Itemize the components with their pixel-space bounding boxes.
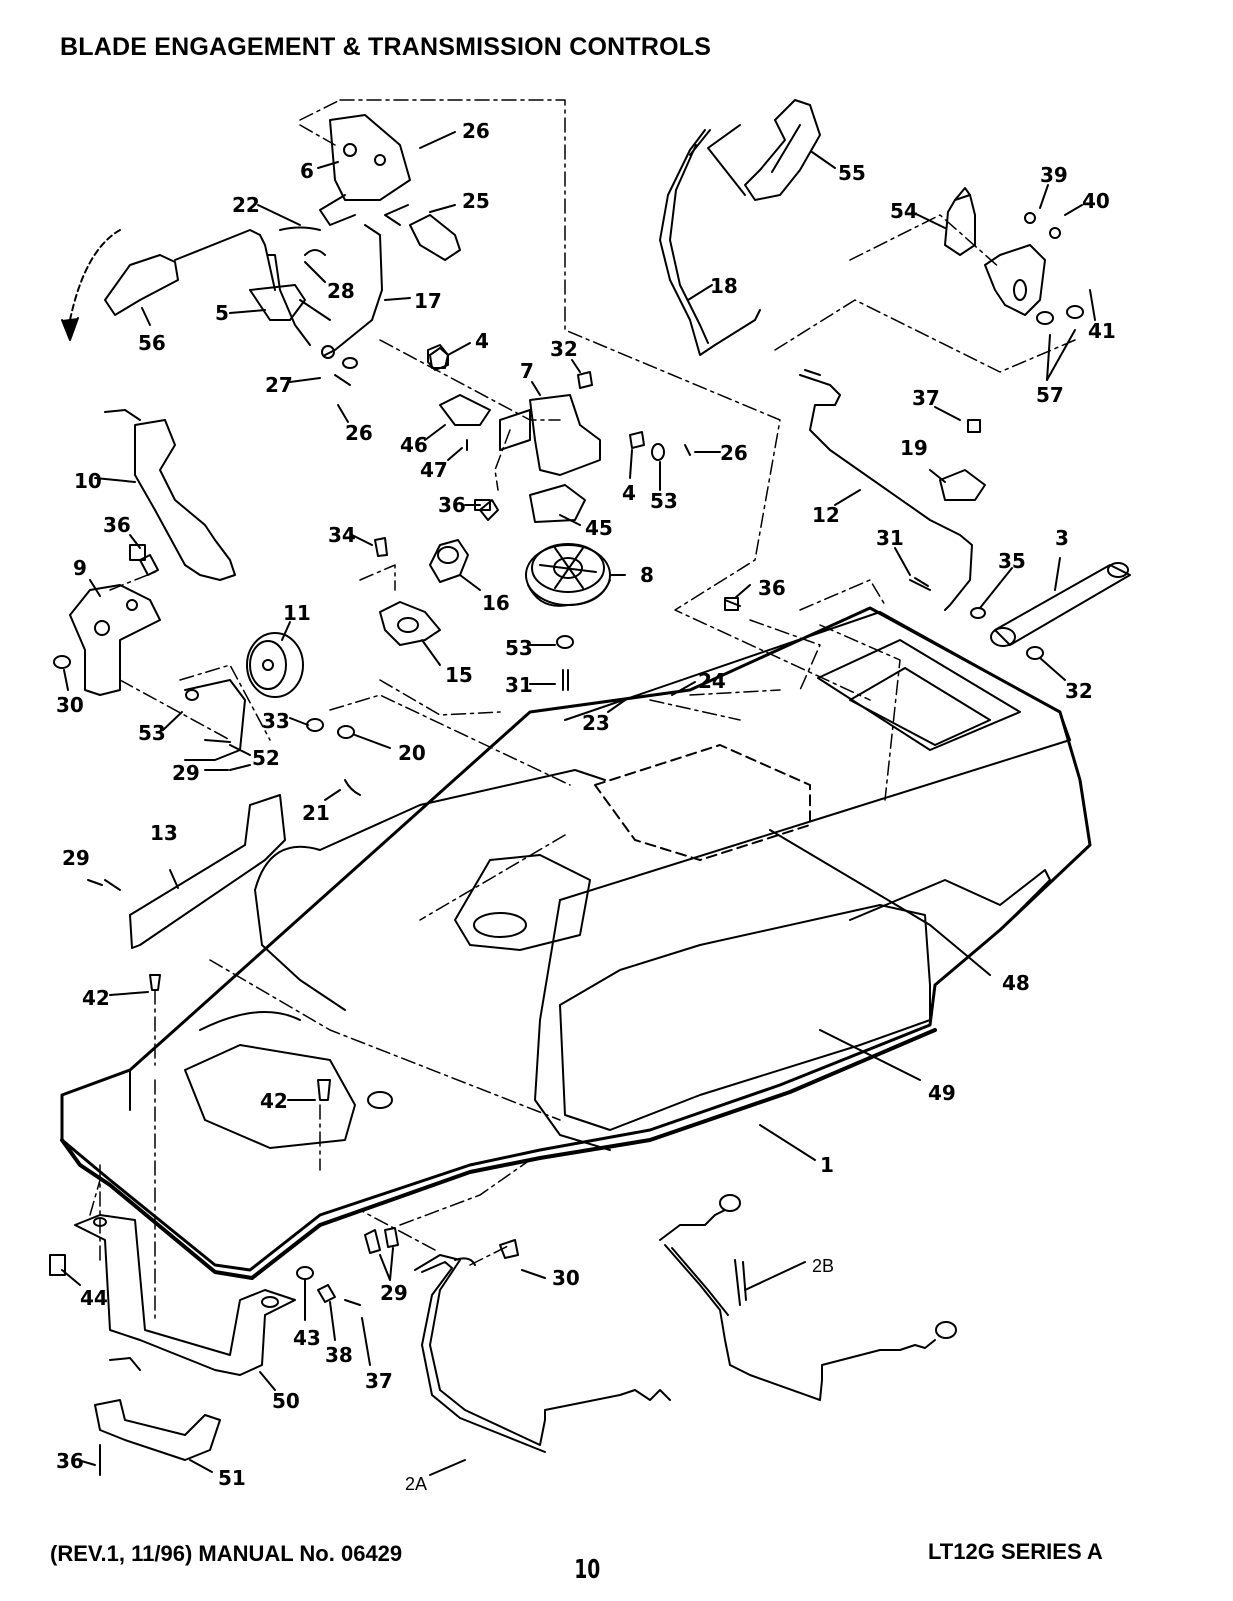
callout-label: 36 bbox=[758, 576, 786, 600]
cam-assembly bbox=[184, 537, 469, 796]
callout-label: 11 bbox=[283, 601, 311, 625]
callout-label: 30 bbox=[56, 693, 84, 717]
callout-label: 5 bbox=[215, 301, 229, 325]
callout-label: 37 bbox=[365, 1369, 393, 1393]
callout-label: 10 bbox=[74, 469, 102, 493]
transmission-handle bbox=[659, 99, 821, 356]
left-brackets bbox=[53, 409, 236, 696]
rod-2A bbox=[414, 1254, 671, 1453]
callout-label: 55 bbox=[838, 161, 866, 185]
callout-label: 7 bbox=[520, 359, 534, 383]
callout-label: 31 bbox=[876, 526, 904, 550]
callout-label: 29 bbox=[380, 1281, 408, 1305]
callout-label: 49 bbox=[928, 1081, 956, 1105]
callout-label: 2A bbox=[405, 1474, 427, 1494]
front-plate bbox=[104, 764, 286, 949]
callout-label: 47 bbox=[420, 458, 448, 482]
callout-label: 2B bbox=[812, 1256, 834, 1276]
right-bracket-assembly bbox=[944, 187, 1084, 325]
callout-label: 43 bbox=[293, 1326, 321, 1350]
callout-label: 18 bbox=[710, 274, 738, 298]
center-bracket-assembly bbox=[429, 347, 691, 691]
model-series-footer: LT12G SERIES A bbox=[928, 1539, 1103, 1564]
callout-label: 35 bbox=[998, 549, 1026, 573]
callout-label: 42 bbox=[260, 1089, 288, 1113]
rod-2B bbox=[659, 1194, 957, 1401]
callout-label: 32 bbox=[550, 337, 578, 361]
page-number: 10 bbox=[574, 1555, 601, 1585]
callout-label: 17 bbox=[414, 289, 442, 313]
callout-label: 56 bbox=[138, 331, 166, 355]
callout-label: 52 bbox=[252, 746, 280, 770]
callout-label: 1 bbox=[820, 1153, 834, 1177]
callout-label: 44 bbox=[80, 1286, 108, 1310]
callout-label: 6 bbox=[300, 159, 314, 183]
callout-label: 4 bbox=[622, 481, 636, 505]
drive-bar bbox=[724, 562, 1131, 660]
callout-label: 38 bbox=[325, 1343, 353, 1367]
callout-label: 50 bbox=[272, 1389, 300, 1413]
callout-label: 29 bbox=[62, 846, 90, 870]
callout-label: 40 bbox=[1082, 189, 1110, 213]
callout-label: 46 bbox=[400, 433, 428, 457]
callout-label: 3 bbox=[1055, 526, 1069, 550]
callout-label: 29 bbox=[172, 761, 200, 785]
callout-label: 16 bbox=[482, 591, 510, 615]
callout-label: 28 bbox=[327, 279, 355, 303]
callout-label: 53 bbox=[505, 636, 533, 660]
callout-label: 32 bbox=[1065, 679, 1093, 703]
callout-label: 39 bbox=[1040, 163, 1068, 187]
callout-label: 25 bbox=[462, 189, 490, 213]
callout-label: 48 bbox=[1002, 971, 1030, 995]
callout-label: 21 bbox=[302, 801, 330, 825]
lower-brackets bbox=[49, 1214, 296, 1476]
callout-label: 26 bbox=[345, 421, 373, 445]
callout-label: 24 bbox=[698, 669, 726, 693]
callout-label: 57 bbox=[1036, 383, 1064, 407]
linkage-rod bbox=[799, 369, 986, 611]
bolt-hardware bbox=[129, 419, 981, 1101]
callout-label: 22 bbox=[232, 193, 260, 217]
callout-label: 4 bbox=[475, 329, 489, 353]
callout-label: 36 bbox=[56, 1449, 84, 1473]
callout-label: 26 bbox=[462, 119, 490, 143]
callout-label: 53 bbox=[138, 721, 166, 745]
callout-label: 42 bbox=[82, 986, 110, 1010]
callout-label: 51 bbox=[218, 1466, 246, 1490]
callout-label: 19 bbox=[900, 436, 928, 460]
callout-label: 41 bbox=[1088, 319, 1116, 343]
reference-lines bbox=[89, 99, 1076, 1321]
callout-label: 34 bbox=[328, 523, 356, 547]
manual-revision-footer: (REV.1, 11/96) MANUAL No. 06429 bbox=[50, 1541, 403, 1566]
blade-engagement-lever bbox=[61, 114, 461, 386]
callout-label: 36 bbox=[103, 513, 131, 537]
callout-label: 45 bbox=[585, 516, 613, 540]
callout-label: 20 bbox=[398, 741, 426, 765]
callout-label: 9 bbox=[73, 556, 87, 580]
chassis-frame bbox=[60, 606, 1092, 1280]
callout-label: 27 bbox=[265, 373, 293, 397]
callout-label: 15 bbox=[445, 663, 473, 687]
callout-label: 26 bbox=[720, 441, 748, 465]
callout-label: 54 bbox=[890, 199, 918, 223]
callout-label: 8 bbox=[640, 563, 654, 587]
callout-label: 23 bbox=[582, 711, 610, 735]
callout-label: 36 bbox=[438, 493, 466, 517]
callout-label: 13 bbox=[150, 821, 178, 845]
callout-label: 30 bbox=[552, 1266, 580, 1290]
callout-label: 37 bbox=[912, 386, 940, 410]
callout-leaders bbox=[61, 131, 1096, 1476]
callout-label: 31 bbox=[505, 673, 533, 697]
callout-label: 53 bbox=[650, 489, 678, 513]
page-title: BLADE ENGAGEMENT & TRANSMISSION CONTROLS bbox=[60, 33, 712, 61]
callout-label: 12 bbox=[812, 503, 840, 527]
callout-label: 33 bbox=[262, 709, 290, 733]
